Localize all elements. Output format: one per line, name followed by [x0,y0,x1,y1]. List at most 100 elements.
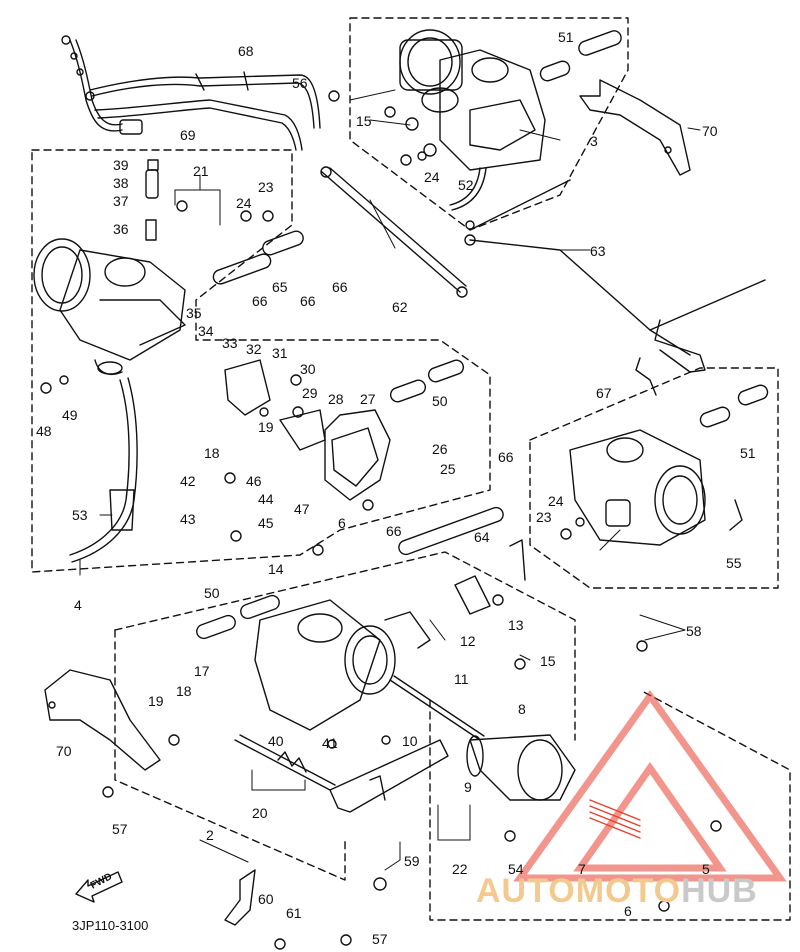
callout-13: 13 [508,617,524,633]
callout-57-bottom: 57 [372,931,388,947]
group-outline-carb-top [349,17,629,231]
callout-67: 67 [596,385,612,401]
carburetor-top-assembly [399,29,546,211]
carburetor-left-assembly [33,159,186,376]
callout-63: 63 [590,243,606,259]
leader-lines [79,89,701,871]
callout-17: 17 [194,663,210,679]
callout-22: 22 [452,861,468,877]
callout-66-a: 66 [332,279,348,295]
callout-32: 32 [246,341,262,357]
callout-37: 37 [113,193,129,209]
callout-6-low: 6 [624,903,632,919]
callout-18-low: 18 [176,683,192,699]
callout-56: 56 [292,75,308,91]
callout-24-left: 24 [236,195,252,211]
callout-57-left: 57 [112,821,128,837]
callout-36: 36 [113,221,129,237]
callout-70-low: 70 [56,743,72,759]
fuel-pipe-50-low [196,594,280,640]
callout-18-mid: 18 [204,445,220,461]
callout-10: 10 [402,733,418,749]
callout-25: 25 [440,461,456,477]
callout-53: 53 [72,507,88,523]
throttle-linkage-63 [464,179,766,373]
callout-55: 55 [726,555,742,571]
callout-19-low: 19 [148,693,164,709]
callout-64: 64 [474,529,490,545]
spring-set-20 [234,734,336,791]
callout-65: 65 [272,279,288,295]
vacuum-cover-47 [224,359,391,501]
callout-20: 20 [252,805,268,821]
callout-45: 45 [258,515,274,531]
callout-15-low: 15 [540,653,556,669]
callout-69: 69 [180,127,196,143]
callout-46: 46 [246,473,262,489]
callout-44: 44 [258,491,274,507]
callout-23-left: 23 [258,179,274,195]
callout-39: 39 [113,157,129,173]
callout-54: 54 [508,861,524,877]
bracket-plate [329,739,449,813]
callout-62: 62 [392,299,408,315]
callout-6-mid: 6 [338,515,346,531]
callout-3: 3 [590,133,598,149]
fuel-pipe-51-top [539,30,622,82]
callout-68: 68 [238,43,254,59]
callout-8: 8 [518,701,526,717]
callout-24-top: 24 [424,169,440,185]
callout-5: 5 [702,861,710,877]
callout-24-right: 24 [548,493,564,509]
group-outline-carb-left [31,149,491,573]
callout-42: 42 [180,473,196,489]
callout-19-mid: 19 [258,419,274,435]
group-outline-carb-right [529,367,779,589]
callout-58: 58 [686,623,702,639]
hardware-fasteners [40,90,722,950]
drain-hose-53 [69,377,138,563]
callout-26: 26 [432,441,448,457]
callout-61: 61 [286,905,302,921]
bracket-70-top [579,79,691,176]
callout-66-c: 66 [300,293,316,309]
callout-59: 59 [404,853,420,869]
watermark-text-part1: AUTOMOTO [476,872,682,910]
callout-2: 2 [206,827,214,843]
callout-40: 40 [268,733,284,749]
callout-23-right: 23 [536,509,552,525]
callout-33: 33 [222,335,238,351]
callout-41: 41 [322,735,338,751]
callout-15-top: 15 [356,113,372,129]
fuel-hose-68 [89,71,321,129]
callout-28: 28 [328,391,344,407]
fuel-pipe-64 [398,506,504,556]
callout-51-top: 51 [558,29,574,45]
callout-35: 35 [186,305,202,321]
watermark-text-part2: HUB [681,872,758,910]
group-outline-carb-bottom [114,551,576,881]
callout-12: 12 [460,633,476,649]
callout-11: 11 [454,671,469,687]
callout-34: 34 [198,323,214,339]
air-intake-9 [466,734,576,801]
carburetor-right-assembly [569,357,743,546]
throttle-shaft-11 [389,675,485,741]
callout-66-e: 66 [386,523,402,539]
callout-50-low: 50 [204,585,220,601]
callout-52: 52 [458,177,474,193]
callout-47: 47 [294,501,310,517]
fuel-pipe-50-mid [389,359,465,403]
callout-14: 14 [268,561,284,577]
link-rod-62 [320,166,468,298]
bracket-70-bottom [44,669,161,771]
callout-9: 9 [464,779,472,795]
fuel-pipe-51-right [699,384,769,428]
carburetor-bottom-assembly [254,539,526,731]
fuel-pipe-65 [212,230,304,285]
callout-50-mid: 50 [432,393,448,409]
watermark-text: AUTOMOTOHUB [476,872,758,911]
callout-29: 29 [302,385,318,401]
